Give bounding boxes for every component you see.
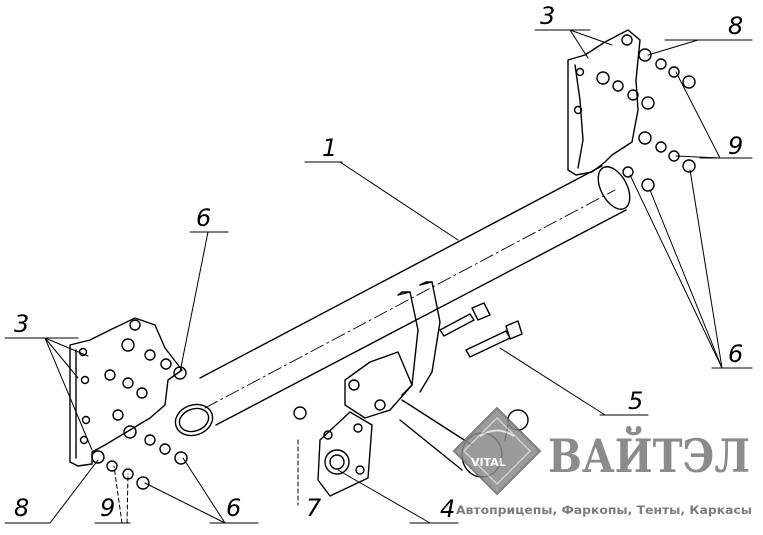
left-bracket-plate	[69, 317, 188, 490]
callout-labels: 1 3 3 4 5 6 6 6 7 8 8 9 9	[14, 2, 743, 523]
callout-8-left: 8	[14, 494, 29, 522]
callout-5: 5	[628, 387, 643, 415]
vaitel-watermark: VITAL ВАЙТЭЛ Автоприцепы, Фаркопы, Тенты…	[452, 406, 752, 517]
callout-3-left: 3	[14, 310, 29, 338]
callout-9-right: 9	[728, 132, 743, 160]
callout-4: 4	[440, 495, 455, 523]
leader-lines	[4, 29, 753, 524]
socket-plate	[293, 406, 373, 497]
callout-6-lower-left: 6	[226, 494, 241, 522]
callout-1: 1	[322, 134, 337, 162]
long-bolts	[439, 302, 523, 358]
cross-tube	[174, 165, 631, 437]
callout-6-right: 6	[728, 340, 743, 368]
vital-emblem-icon: VITAL	[452, 406, 542, 496]
callout-6-upper-left: 6	[196, 204, 211, 232]
callout-8-right: 8	[728, 12, 743, 40]
callout-9-left: 9	[100, 494, 115, 522]
brand-name: ВАЙТЭЛ	[548, 425, 750, 483]
right-bracket-plate	[567, 29, 696, 192]
brand-tagline: Автоприцепы, Фаркопы, Тенты, Каркасы	[456, 503, 752, 517]
callout-7: 7	[306, 494, 322, 522]
callout-3-right: 3	[540, 2, 555, 30]
emblem-text: VITAL	[471, 456, 506, 469]
